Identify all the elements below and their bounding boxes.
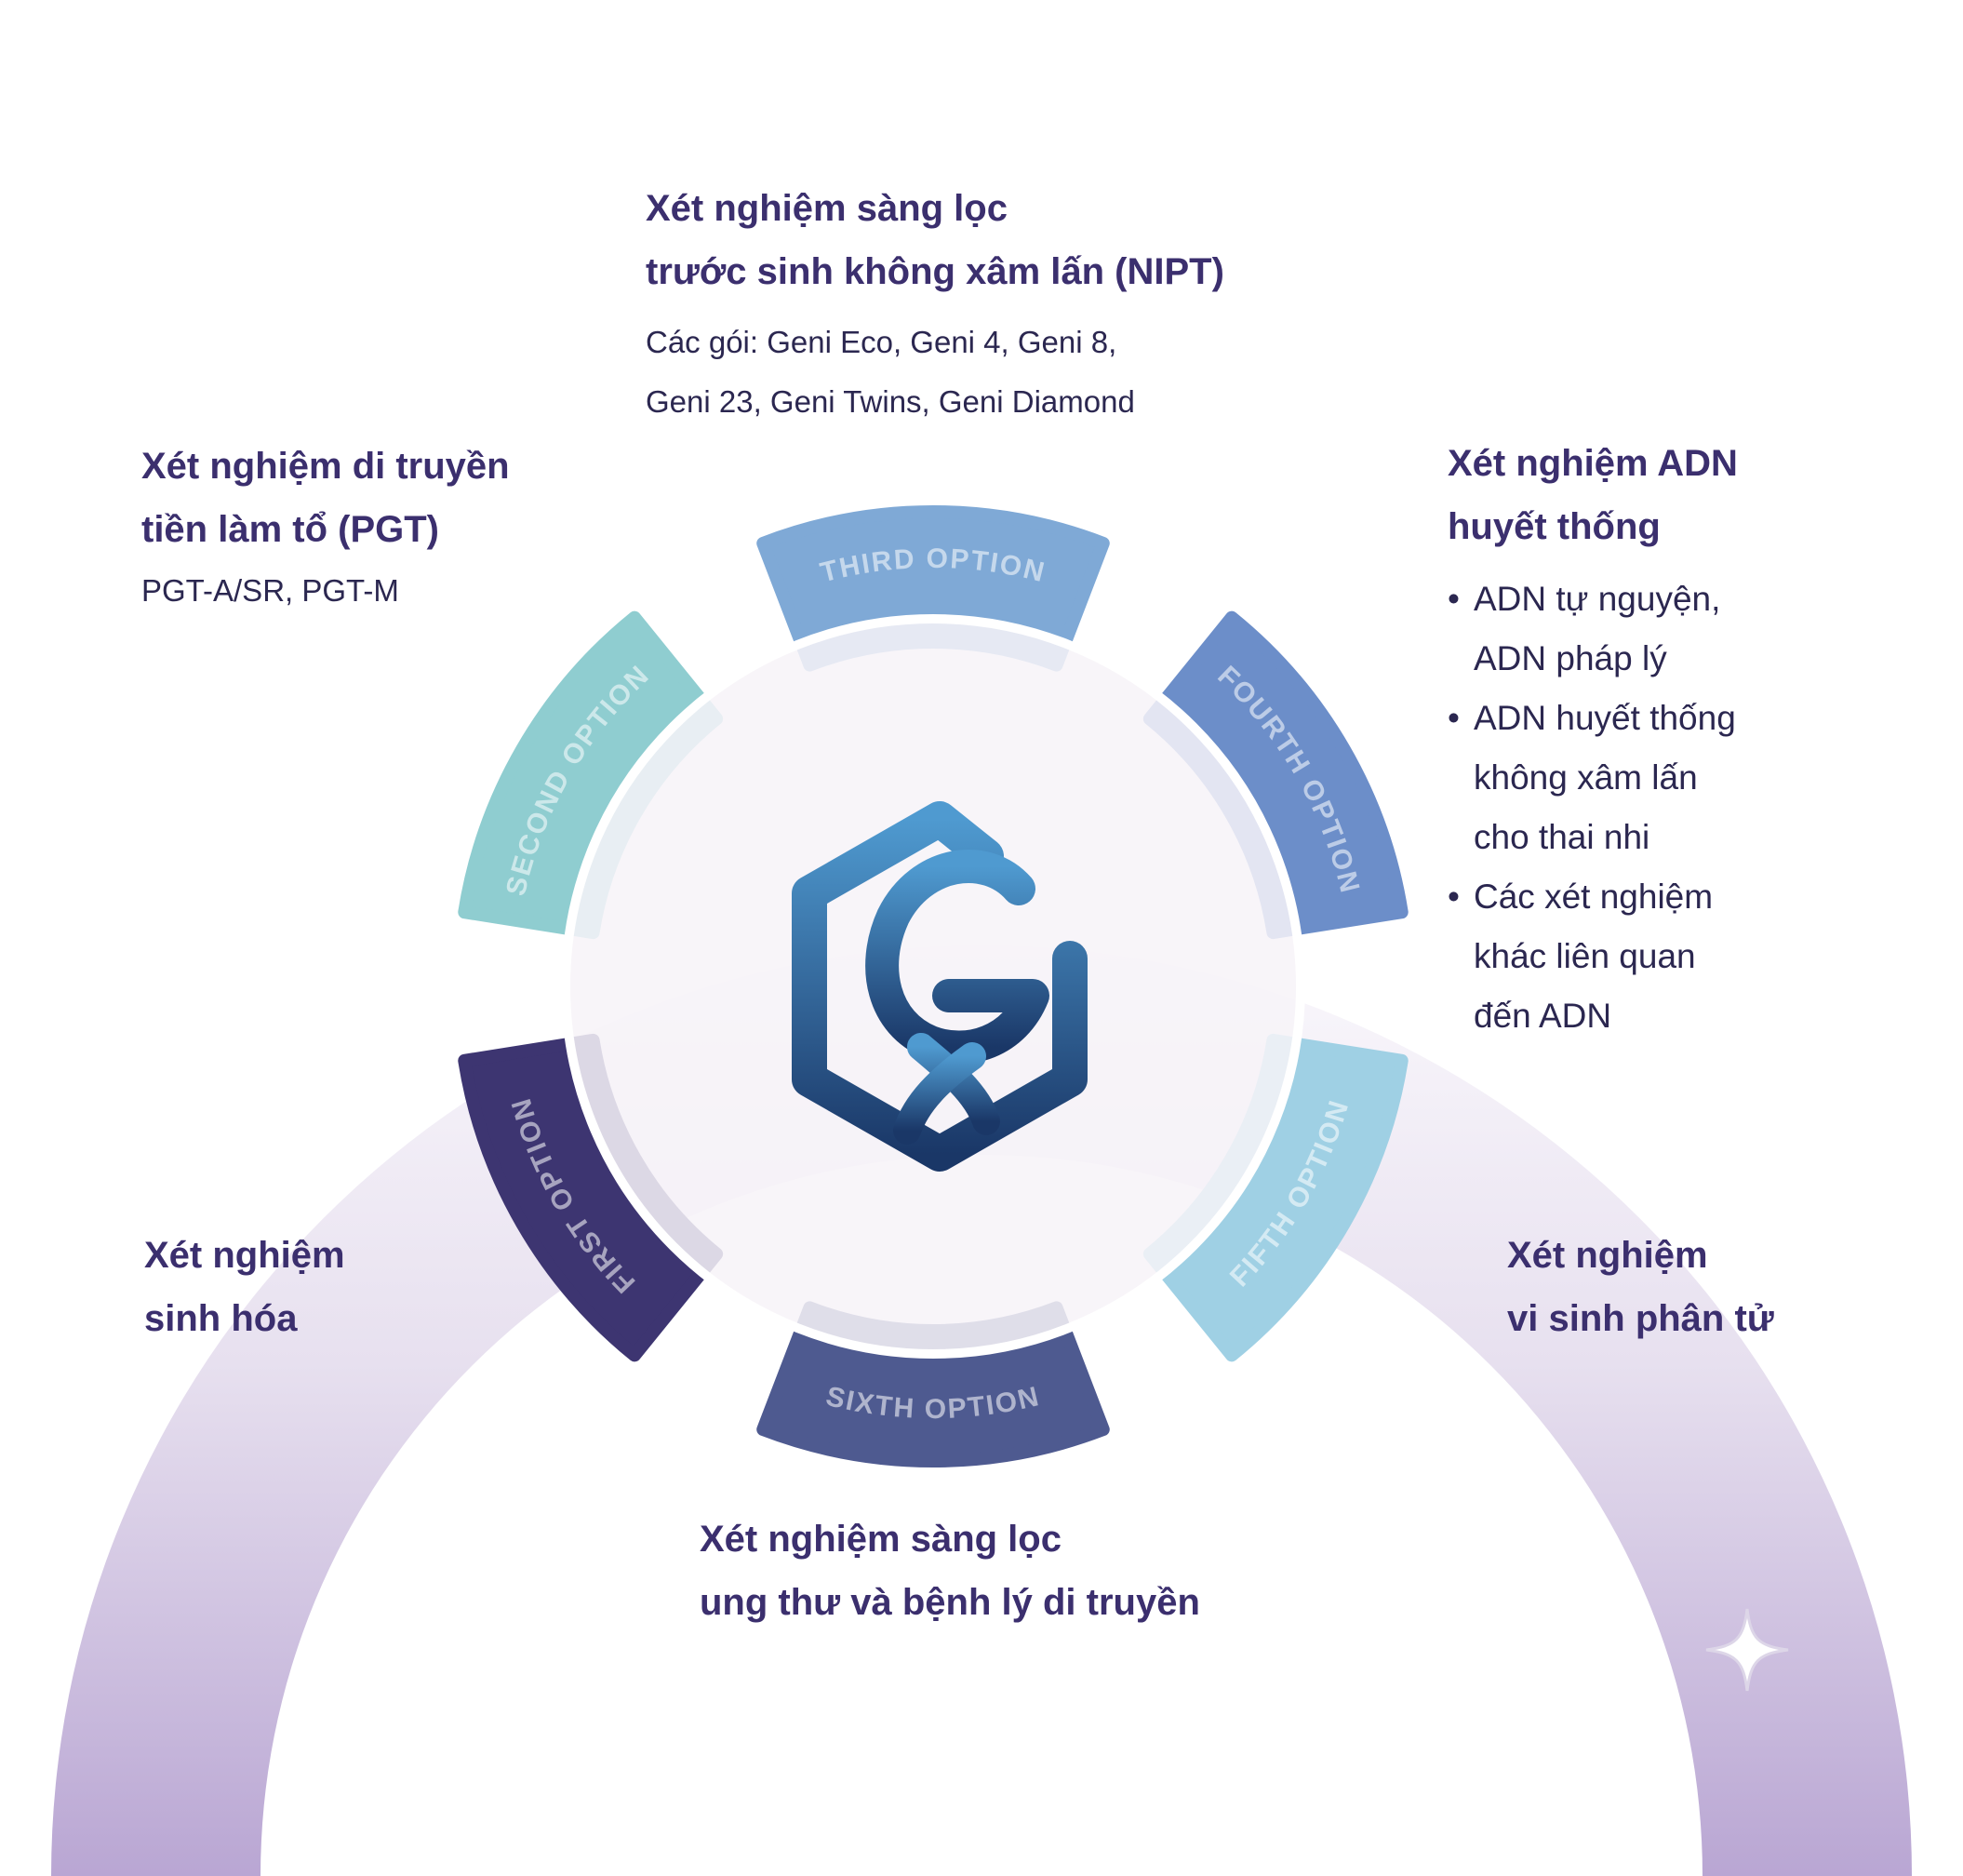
list-item: ADN huyết thống không xâm lấn cho thai n… [1448, 689, 1885, 867]
nipt-title: Xét nghiệm sàng lọc trước sinh không xâm… [646, 188, 1224, 292]
option-group-nipt: Xét nghiệm sàng lọc trước sinh không xâm… [646, 177, 1315, 432]
microbiology-title: Xét nghiệm vi sinh phân tử [1507, 1235, 1774, 1339]
dna-bullet-list: ADN tự nguyện, ADN pháp lý ADN huyết thố… [1448, 570, 1885, 1046]
dna-title: Xét nghiệm ADN huyết thống [1448, 443, 1738, 547]
option-group-biochemistry: Xét nghiệm sinh hóa [144, 1224, 516, 1350]
center-disc [561, 614, 1305, 1359]
sparkle-icon [1705, 1608, 1789, 1692]
option-group-dna: Xét nghiệm ADN huyết thống ADN tự nguyện… [1448, 432, 1885, 1046]
logo-hexagon-stroke [792, 801, 1088, 1172]
option-group-microbiology: Xét nghiệm vi sinh phân tử [1507, 1224, 1898, 1350]
option-group-cancer-screening: Xét nghiệm sàng lọc ung thư và bệnh lý d… [700, 1508, 1369, 1634]
pgt-title: Xét nghiệm di truyền tiền làm tổ (PGT) [141, 446, 510, 550]
list-item: Các xét nghiệm khác liên quan đến ADN [1448, 867, 1885, 1046]
list-item: ADN tự nguyện, ADN pháp lý [1448, 570, 1885, 689]
cancer-screening-title: Xét nghiệm sàng lọc ung thư và bệnh lý d… [700, 1519, 1200, 1623]
logo-g-curve [865, 850, 1049, 1065]
biochemistry-title: Xét nghiệm sinh hóa [144, 1235, 345, 1339]
option-group-pgt: Xét nghiệm di truyền tiền làm tổ (PGT) P… [141, 435, 607, 621]
logo-helix-strand [893, 1042, 986, 1145]
nipt-packages: Các gói: Geni Eco, Geni 4, Geni 8, Geni … [646, 325, 1135, 419]
genetic-g-logo-icon [792, 801, 1096, 1172]
pgt-types: PGT-A/SR, PGT-M [141, 573, 399, 608]
